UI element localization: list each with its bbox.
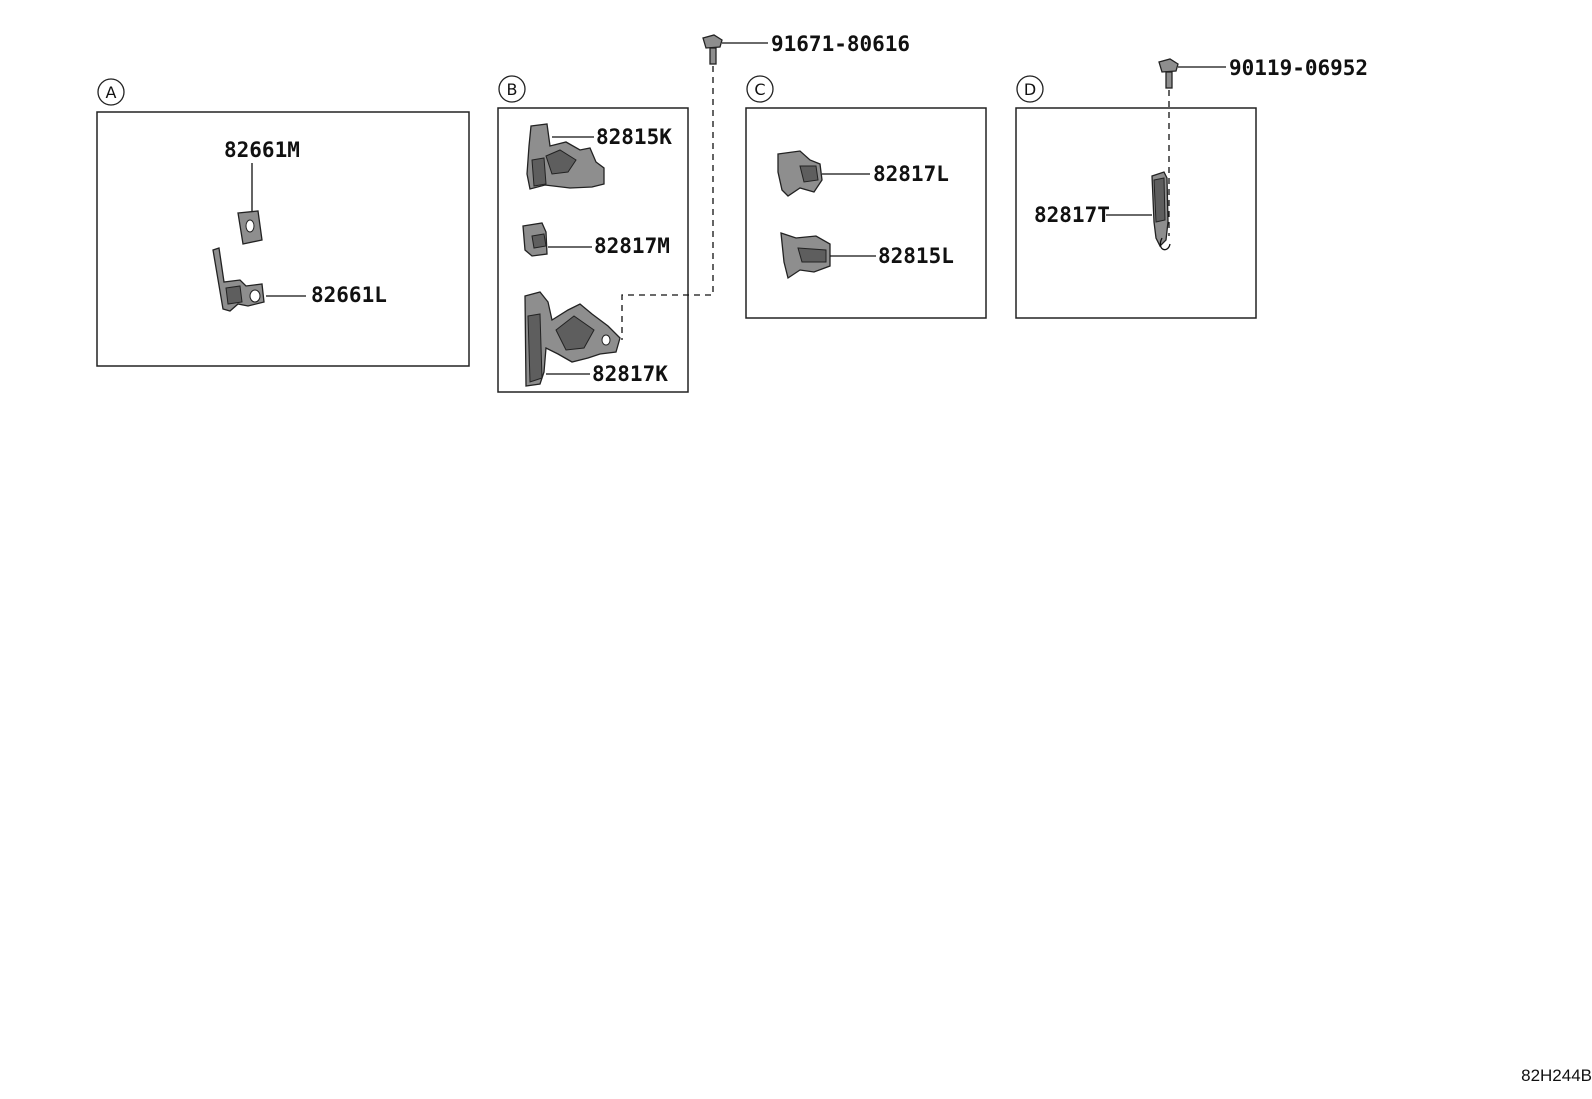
bolt-91671-80616-head-icon bbox=[702, 34, 723, 49]
part-label-82817m: 82817M bbox=[594, 234, 670, 258]
bolt-90119-06952: 90119-06952 bbox=[1158, 56, 1368, 236]
part-label-82817k: 82817K bbox=[592, 362, 668, 386]
group-d-letter: D bbox=[1024, 80, 1036, 99]
group-b-box bbox=[497, 107, 689, 393]
part-82817m-drawing bbox=[522, 222, 548, 257]
part-label-91671-80616: 91671-80616 bbox=[771, 32, 910, 56]
group-d: D 82817T bbox=[1015, 75, 1257, 319]
group-c-marker bbox=[746, 75, 774, 103]
group-a-marker bbox=[97, 78, 125, 106]
part-label-82661l: 82661L bbox=[311, 283, 387, 307]
group-b-letter: B bbox=[507, 80, 518, 99]
group-a: A 82661M 82661L bbox=[96, 78, 470, 367]
connector-91671-80616 bbox=[621, 66, 714, 340]
group-c-letter: C bbox=[754, 80, 765, 99]
group-b: B 82815K 82817M 82817K bbox=[497, 75, 689, 393]
bolt-91671-80616-shank bbox=[709, 47, 717, 65]
part-82817l-drawing bbox=[777, 150, 823, 197]
group-b-marker bbox=[498, 75, 526, 103]
part-82817k-drawing bbox=[524, 291, 621, 387]
part-82661l-drawing bbox=[212, 247, 265, 312]
part-label-82815k: 82815K bbox=[596, 125, 672, 149]
part-label-82661m: 82661M bbox=[224, 138, 300, 162]
part-82661m-drawing bbox=[237, 210, 263, 245]
group-c-box bbox=[745, 107, 987, 319]
group-d-marker bbox=[1016, 75, 1044, 103]
part-label-82817t: 82817T bbox=[1034, 203, 1110, 227]
part-82815l-drawing bbox=[780, 232, 831, 280]
group-d-box bbox=[1015, 107, 1257, 319]
group-c: C 82817L 82815L bbox=[745, 75, 987, 319]
part-82815k-drawing bbox=[526, 123, 605, 190]
group-a-box bbox=[96, 111, 470, 367]
part-82817t-drawing bbox=[1151, 171, 1171, 251]
bolt-91671-80616: 91671-80616 bbox=[621, 32, 910, 340]
group-a-letter: A bbox=[106, 83, 117, 102]
bolt-90119-06952-head-icon bbox=[1158, 58, 1179, 73]
figure-code: 82H244B bbox=[1521, 1066, 1592, 1085]
part-label-90119-06952: 90119-06952 bbox=[1229, 56, 1368, 80]
bolt-90119-06952-shank bbox=[1165, 71, 1173, 89]
part-label-82817l: 82817L bbox=[873, 162, 949, 186]
part-label-82815l: 82815L bbox=[878, 244, 954, 268]
